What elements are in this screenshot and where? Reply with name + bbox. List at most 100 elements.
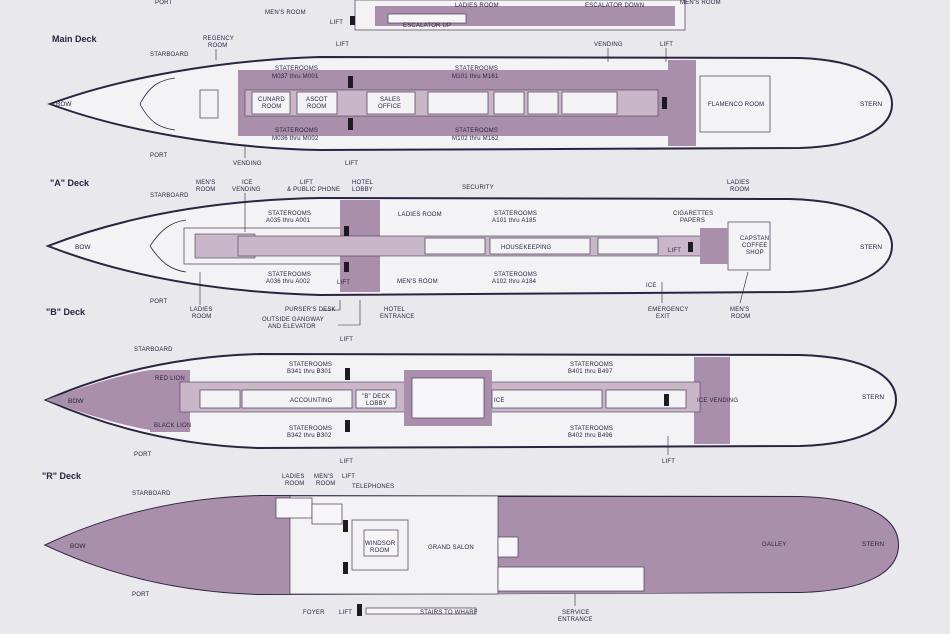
service-entrance-label-2: ENTRANCE — [558, 617, 593, 623]
a-hotel-entrance-label-1: HOTEL — [384, 307, 405, 313]
b-stateroom-right-top-label-1: STATEROOMS — [570, 362, 613, 368]
b-lift-marker-bot — [345, 420, 350, 432]
a-bow-label: BOW — [75, 244, 91, 251]
galley-label: GALLEY — [762, 542, 787, 548]
a-stateroom-top-label-1: STATEROOMS — [268, 211, 311, 217]
a-pursers-desk-label: PURSER'S DESK — [285, 307, 336, 313]
main-stateroom-bot-label-2: M036 thru M002 — [272, 136, 319, 142]
capstan-label-3: SHOP — [746, 250, 764, 256]
r-lift-top-label: LIFT — [342, 474, 355, 480]
a-mens-room-label-2: ROOM — [196, 187, 215, 193]
a-stateroom-bot-label-2: A036 thru A002 — [266, 279, 311, 285]
a-stateroom-mid-bot-label-1: STATEROOMS — [494, 272, 537, 278]
a-ladies-bot-label-2: ROOM — [192, 314, 211, 320]
a-deck-title: "A" Deck — [50, 178, 90, 188]
ascot-room — [296, 91, 338, 115]
b-stateroom-top-label-1: STATEROOMS — [289, 362, 332, 368]
main-stateroom-mid-bot-label-2: M102 thru M162 — [452, 136, 499, 142]
r-service-block — [497, 566, 645, 592]
b-ice-vending-label: ICE VENDING — [697, 398, 738, 404]
main-lift-top-left-label: LIFT — [336, 42, 349, 48]
b-lift-well-inner — [411, 377, 485, 419]
main-bow-label: BOW — [56, 101, 72, 108]
b-lift-bot-right-label: LIFT — [662, 459, 675, 465]
a-ice-vending-label-2: VENDING — [232, 187, 261, 193]
a-room-b — [597, 237, 659, 255]
a-ladies-top-label-2: ROOM — [730, 187, 749, 193]
main-port-label: PORT — [150, 153, 167, 159]
r-deck-title: "R" Deck — [42, 471, 82, 481]
b-lift-marker-top — [345, 368, 350, 380]
escalator-up-label: ESCALATOR UP — [403, 23, 451, 29]
b-stateroom-bot-label-1: STATEROOMS — [289, 426, 332, 432]
main-stateroom-mid-bot-label-1: STATEROOMS — [455, 128, 498, 134]
accounting-label: ACCOUNTING — [290, 398, 332, 404]
a-mens-bot-label-2: ROOM — [731, 314, 750, 320]
a-ladies-top-label-1: LADIES — [727, 180, 750, 186]
main-stern-fill — [668, 60, 696, 146]
grand-salon-label: GRAND SALON — [428, 545, 474, 551]
black-lion-label: BLACK LION — [154, 423, 191, 429]
main-room-b — [493, 91, 525, 115]
a-mens-room-label-1: MEN'S — [196, 180, 215, 186]
r-stern-label: STERN — [862, 541, 884, 548]
top-port-label: PORT — [155, 0, 172, 6]
b-deck-title: "B" Deck — [46, 307, 86, 317]
b-lift-bot-left-label: LIFT — [340, 459, 353, 465]
main-lift-marker-top — [348, 76, 353, 88]
b-stateroom-top-label-2: B341 thru B301 — [287, 369, 332, 375]
escalator-up-box — [387, 13, 467, 24]
main-bow-room — [199, 89, 219, 119]
r-port-label: PORT — [132, 592, 149, 598]
sales-office-label-1: SALES — [380, 97, 400, 103]
r-lift-marker-mid — [343, 562, 348, 574]
b-bow-fill — [46, 370, 150, 430]
top-lift-marker — [350, 16, 355, 25]
a-starboard-label: STARBOARD — [150, 193, 189, 199]
main-stateroom-top-label-2: M037 thru M001 — [272, 74, 319, 80]
r-mens-label-2: ROOM — [316, 481, 335, 487]
b-room-a — [199, 389, 241, 409]
cunard-room-label-1: CUNARD — [258, 97, 285, 103]
b-deck: "B" Deck LIFT BOW STERN STARBOARD PORT R… — [43, 307, 898, 465]
ascot-room-label-2: ROOM — [307, 104, 326, 110]
a-emergency-exit-label-1: EMERGENCY — [648, 307, 688, 313]
a-stern-fill — [700, 228, 728, 264]
main-stateroom-bot-label-1: STATEROOMS — [275, 128, 318, 134]
main-vending-bot-label: VENDING — [233, 161, 262, 167]
main-lift-marker-bot — [348, 118, 353, 130]
r-ladies-room — [275, 497, 313, 519]
top-lift-label: LIFT — [330, 20, 343, 26]
a-hotel-entrance-label-2: ENTRANCE — [380, 314, 415, 320]
main-starboard-label: STARBOARD — [150, 52, 189, 58]
a-hotel-lobby-label-2: LOBBY — [352, 187, 373, 193]
housekeeping — [489, 237, 591, 255]
ascot-room-label-1: ASCOT — [306, 97, 328, 103]
a-cigarettes-label-1: CIGARETTES — [673, 211, 713, 217]
accounting-room — [241, 389, 353, 409]
top-strip: PORT MEN'S ROOM LADIES ROOM ESCALATOR UP… — [155, 0, 721, 31]
stairs-to-wharf-label: STAIRS TO WHARF — [420, 610, 478, 616]
sales-office-label-2: OFFICE — [378, 104, 401, 110]
a-lift-phone-label-1: LIFT — [300, 180, 313, 186]
a-lift-phone-label-2: & PUBLIC PHONE — [287, 187, 340, 193]
a-ice-vending-label-1: ICE — [242, 180, 253, 186]
r-bow-label: BOW — [70, 543, 86, 550]
b-room-c — [605, 389, 687, 409]
a-stateroom-mid-bot-label-2: A102 thru A184 — [492, 279, 537, 285]
top-mens-room-right-label: MEN'S ROOM — [680, 0, 721, 6]
a-stateroom-top-label-2: A035 thru A001 — [266, 218, 311, 224]
b-stern-label: STERN — [862, 394, 884, 401]
b-port-label: PORT — [134, 452, 151, 458]
red-lion-label: RED LION — [155, 376, 185, 382]
b-deck-lobby-label-1: "B" DECK — [362, 394, 390, 400]
r-bow-fill — [46, 496, 290, 594]
a-mens-bot-label-1: MEN'S — [730, 307, 749, 313]
main-stateroom-mid-top-label-2: M101 thru M161 — [452, 74, 499, 80]
a-ladies-room-label: LADIES ROOM — [398, 212, 442, 218]
a-lift-bot-label: LIFT — [337, 280, 350, 286]
a-lift-marker-right — [688, 242, 693, 252]
regency-room-label-2: ROOM — [208, 43, 227, 49]
top-mens-room-label: MEN'S ROOM — [265, 10, 306, 16]
main-stern-label: STERN — [860, 101, 882, 108]
